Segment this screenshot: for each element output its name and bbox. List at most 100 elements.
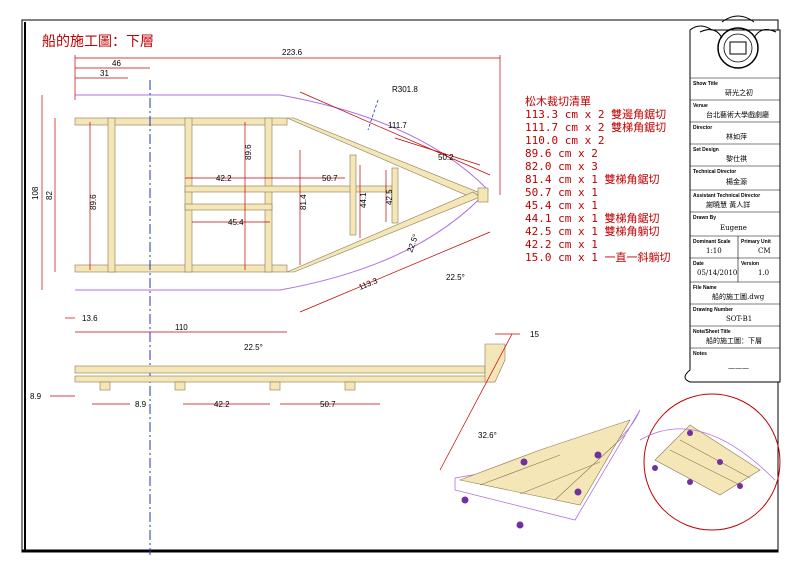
show-title: 研光之初 bbox=[725, 88, 753, 97]
technical-director-label: Technical Director bbox=[693, 169, 736, 175]
cut-list-item: 110.0 cm x 2 bbox=[525, 134, 604, 147]
dim-8-9-a: 8.9 bbox=[30, 392, 42, 401]
director: 林如萍 bbox=[726, 132, 747, 141]
bow-tip bbox=[477, 187, 489, 203]
dim-81-4: 81.4 bbox=[299, 194, 308, 210]
cut-list: 松木裁切清單 113.3 cm x 2 雙邊角鋸切 111.7 cm x 2 雙… bbox=[525, 94, 670, 264]
side-beam-bottom bbox=[74, 375, 496, 383]
bow-beam-lower bbox=[286, 191, 481, 273]
file-name: 船的施工圖.dwg bbox=[712, 292, 765, 301]
drawn-by: Eugene bbox=[720, 224, 747, 232]
dim-42-2-side: 42.2 bbox=[214, 400, 230, 409]
cut-list-item: 113.3 cm x 2 雙邊角鋸切 bbox=[525, 107, 666, 121]
detail-circle bbox=[643, 393, 781, 531]
cut-list-item: 42.2 cm x 1 bbox=[525, 238, 598, 251]
dim-110: 110 bbox=[175, 323, 188, 332]
assistant-label: Assistant Technical Director bbox=[693, 193, 760, 199]
notes: ——— bbox=[728, 364, 749, 372]
cross-member-1 bbox=[107, 117, 116, 273]
angle-22-5-b: 22.5° bbox=[446, 273, 465, 282]
beam-top-long bbox=[74, 117, 288, 126]
drawing-title: 船的施工圖：下層 bbox=[42, 34, 154, 50]
top-view-dimensions bbox=[41, 55, 501, 333]
cut-list-item: 111.7 cm x 2 雙梯角鋸切 bbox=[525, 120, 666, 134]
bow-vertical-2 bbox=[391, 167, 399, 224]
angle-22-5-c: 22.5° bbox=[244, 343, 263, 352]
dim-89-6-left: 89.6 bbox=[89, 194, 98, 210]
unit: CM bbox=[758, 247, 771, 255]
dim-108: 108 bbox=[31, 186, 40, 200]
dim-82: 82 bbox=[45, 191, 54, 200]
dim-45-4: 45.4 bbox=[228, 218, 244, 227]
angle-32-6: 32.6° bbox=[478, 431, 497, 440]
side-bow-piece bbox=[484, 343, 506, 383]
cross-member-2 bbox=[184, 117, 193, 273]
center-beam-lower bbox=[184, 203, 273, 211]
drawn-by-label: Drawn By bbox=[693, 215, 716, 221]
technical-director: 楊金源 bbox=[726, 177, 747, 186]
unit-label: Primary Unit bbox=[741, 239, 771, 245]
show-title-label: Show Title bbox=[693, 81, 718, 87]
side-beam-top bbox=[74, 365, 486, 374]
dim-31: 31 bbox=[100, 69, 109, 78]
dim-overall-length: 223.6 bbox=[282, 48, 303, 57]
file-name-label: File Name bbox=[693, 285, 717, 291]
cross-member-3 bbox=[264, 117, 273, 273]
dim-44-1: 44.1 bbox=[359, 192, 368, 208]
perspective-view bbox=[454, 409, 641, 529]
dim-50-7: 50.7 bbox=[322, 174, 338, 183]
notes-label: Notes bbox=[693, 351, 707, 357]
dim-113-3: 113.3 bbox=[357, 276, 379, 292]
cut-list-item: 42.5 cm x 1 雙梯角躺切 bbox=[525, 224, 659, 238]
version-label: Version bbox=[741, 261, 759, 267]
cut-list-item: 45.4 cm x 1 bbox=[525, 199, 598, 212]
scale-label: Dominant Scale bbox=[693, 239, 731, 245]
detail-view bbox=[639, 393, 781, 531]
sheet-border-outer bbox=[21, 19, 779, 553]
dim-50-2: 50.2 bbox=[438, 153, 454, 162]
dim-radius: R301.8 bbox=[392, 85, 418, 94]
radius-leader bbox=[367, 99, 379, 131]
bow-vertical-1 bbox=[349, 154, 357, 236]
assistant: 謝曉慧 黃人詳 bbox=[706, 200, 750, 209]
dim-111-7: 111.7 bbox=[388, 121, 407, 130]
title-block-scroll bbox=[684, 25, 781, 383]
beam-bottom-long bbox=[74, 264, 288, 273]
center-beam-upper bbox=[184, 185, 393, 193]
dim-46: 46 bbox=[112, 59, 121, 68]
venue-label: Venue bbox=[693, 103, 708, 109]
dim-89-6-mid: 89.6 bbox=[244, 144, 253, 160]
cut-list-item: 15.0 cm x 1 一直一斜躺切 bbox=[525, 250, 670, 264]
venue: 台北藝術大學戲劇廳 bbox=[706, 110, 769, 119]
dim-42-2: 42.2 bbox=[216, 174, 232, 183]
dim-42-5: 42.5 bbox=[385, 189, 394, 205]
scale: 1:10 bbox=[706, 247, 722, 255]
date-label: Date bbox=[693, 261, 704, 267]
version: 1.0 bbox=[758, 269, 769, 277]
drawing-number: SOT-B1 bbox=[726, 315, 752, 323]
drawing-number-label: Drawing Number bbox=[693, 307, 733, 313]
angle-22-5-a: 22.5° bbox=[405, 233, 420, 254]
school-seal-logo bbox=[699, 15, 777, 69]
dim-8-9-b: 8.9 bbox=[135, 400, 147, 409]
title-block: Show Title 研光之初 Venue 台北藝術大學戲劇廳 Director… bbox=[684, 15, 781, 383]
cut-list-item: 50.7 cm x 1 bbox=[525, 186, 598, 199]
set-design: 黎仕祺 bbox=[726, 154, 747, 163]
director-label: Director bbox=[693, 125, 712, 131]
date: 05/14/2010 bbox=[697, 269, 737, 277]
side-view bbox=[74, 343, 506, 391]
cut-list-item: 89.6 cm x 2 bbox=[525, 147, 598, 160]
sheet-title-label: Note/Sheet Title bbox=[693, 329, 731, 335]
sheet-title: 船的施工圖：下層 bbox=[706, 336, 762, 345]
dim-50-7-side: 50.7 bbox=[320, 400, 336, 409]
cut-list-heading: 松木裁切清單 bbox=[525, 94, 591, 108]
cut-list-item: 44.1 cm x 1 雙梯角鋸切 bbox=[525, 211, 659, 225]
top-view bbox=[74, 80, 489, 555]
cut-list-item: 82.0 cm x 3 bbox=[525, 160, 598, 173]
dim-15: 15 bbox=[530, 330, 539, 339]
dim-13-6: 13.6 bbox=[82, 314, 98, 323]
cut-list-item: 81.4 cm x 1 雙梯角鋸切 bbox=[525, 172, 659, 186]
set-design-label: Set Design bbox=[693, 147, 719, 153]
side-view-dimensions bbox=[50, 333, 520, 471]
